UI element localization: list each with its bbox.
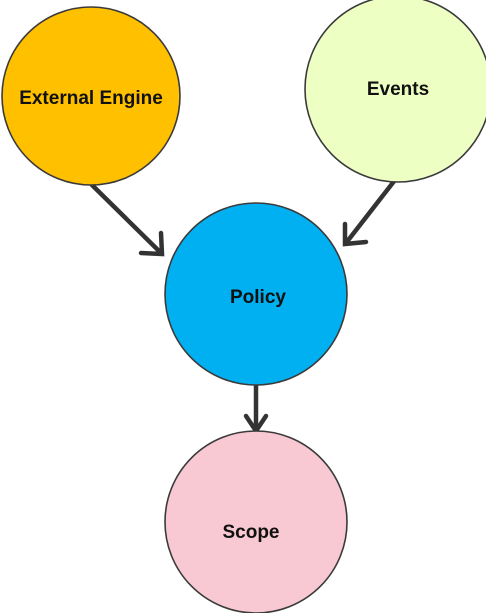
node-circle — [1, 6, 181, 186]
node-label: Events — [367, 79, 429, 100]
edge-policy-to-scope — [243, 381, 269, 436]
arrowhead — [138, 230, 165, 257]
edge-external-engine-to-policy — [89, 182, 165, 257]
node-circle — [164, 430, 348, 613]
node-policy: Policy — [164, 202, 348, 386]
node-events: Events — [304, 0, 486, 183]
node-scope: Scope — [164, 430, 348, 613]
node-label: External Engine — [19, 88, 163, 109]
node-label: Scope — [222, 522, 279, 543]
node-external-engine: External Engine — [1, 6, 181, 186]
edge-events-to-policy — [342, 177, 398, 247]
node-circle — [164, 202, 348, 386]
edge-line — [89, 182, 163, 255]
arrowhead — [342, 221, 369, 247]
node-label: Policy — [230, 287, 286, 308]
edge-line — [343, 177, 398, 246]
node-circle — [304, 0, 486, 183]
